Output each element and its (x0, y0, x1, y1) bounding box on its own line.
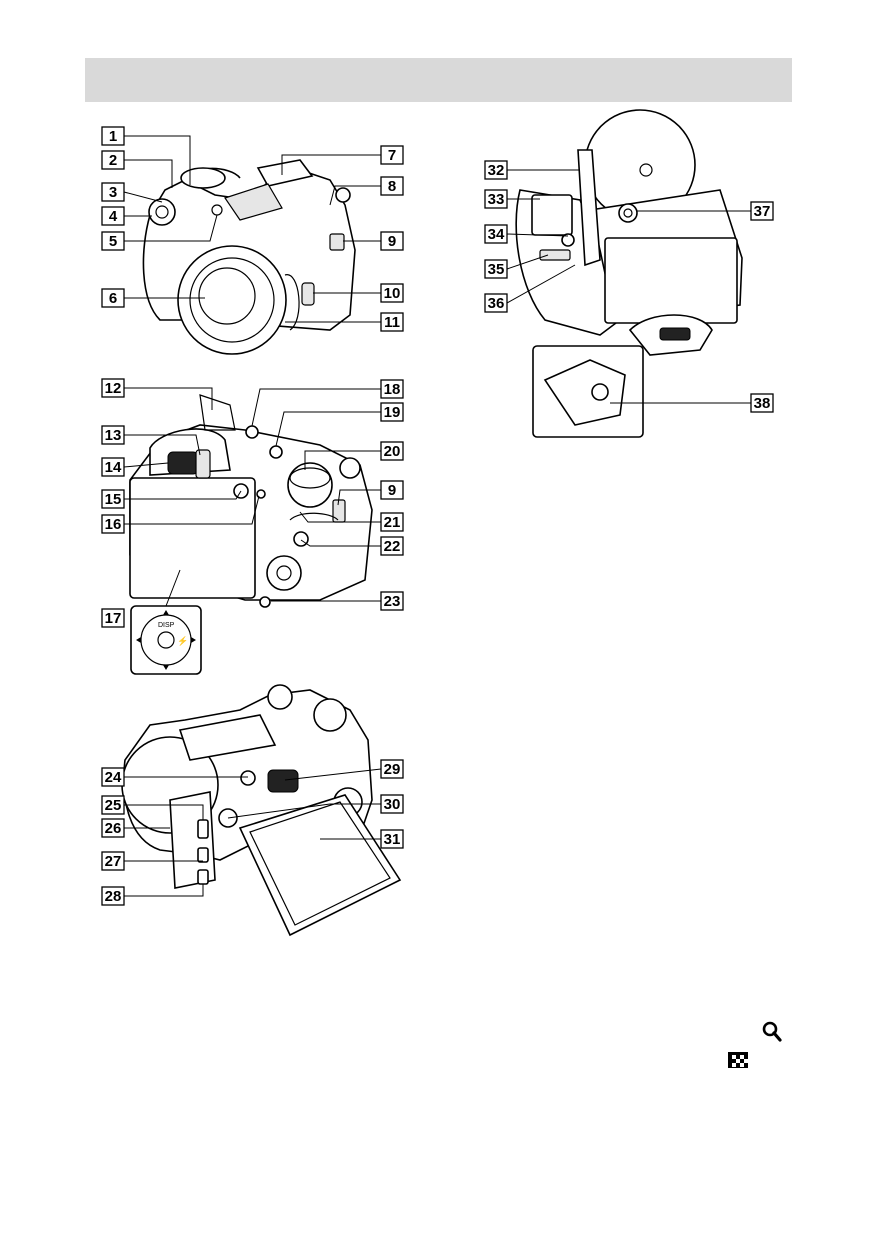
svg-text:25: 25 (105, 797, 122, 814)
callout-1: 1 (102, 127, 124, 145)
svg-text:36: 36 (488, 295, 505, 312)
svg-text:9: 9 (388, 482, 396, 499)
callout-2: 2 (102, 151, 124, 169)
svg-text:7: 7 (388, 147, 396, 164)
callout-5: 5 (102, 232, 124, 250)
callout-34: 34 (485, 225, 507, 243)
callout-24: 24 (102, 768, 124, 786)
callout-29: 29 (381, 760, 403, 778)
svg-text:15: 15 (105, 491, 122, 508)
callout-36: 36 (485, 294, 507, 312)
callout-9b: 9 (381, 481, 403, 499)
callout-12: 12 (102, 379, 124, 397)
svg-text:27: 27 (105, 853, 122, 870)
svg-text:1: 1 (109, 128, 117, 145)
dial-label-disp: DISP (158, 622, 175, 629)
svg-text:37: 37 (754, 203, 771, 220)
callout-17: 17 (102, 609, 124, 627)
svg-text:35: 35 (488, 261, 505, 278)
svg-text:11: 11 (384, 314, 400, 331)
svg-text:4: 4 (109, 208, 118, 225)
svg-text:2: 2 (109, 152, 117, 169)
callout-4: 4 (102, 207, 124, 225)
svg-text:32: 32 (488, 162, 505, 179)
svg-text:23: 23 (384, 593, 401, 610)
callout-23: 23 (381, 592, 403, 610)
svg-text:20: 20 (384, 443, 401, 460)
callout-11: 11 (381, 313, 403, 331)
callout-28: 28 (102, 887, 124, 905)
svg-text:5: 5 (109, 233, 117, 250)
camera-front-view (143, 160, 355, 354)
svg-text:21: 21 (384, 514, 401, 531)
callout-20: 20 (381, 442, 403, 460)
callout-18: 18 (381, 380, 403, 398)
callout-37: 37 (751, 202, 773, 220)
callout-27: 27 (102, 852, 124, 870)
svg-text:22: 22 (384, 538, 401, 555)
callout-32: 32 (485, 161, 507, 179)
svg-text:33: 33 (488, 191, 505, 208)
callout-19: 19 (381, 403, 403, 421)
callout-15: 15 (102, 490, 124, 508)
callout-7: 7 (381, 146, 403, 164)
callout-6: 6 (102, 289, 124, 307)
svg-text:24: 24 (105, 769, 122, 786)
callout-31: 31 (381, 830, 403, 848)
callout-26: 26 (102, 819, 124, 837)
svg-text:13: 13 (105, 427, 122, 444)
svg-text:3: 3 (109, 184, 117, 201)
svg-text:30: 30 (384, 796, 401, 813)
callout-16: 16 (102, 515, 124, 533)
svg-text:6: 6 (109, 290, 117, 307)
svg-text:34: 34 (488, 226, 505, 243)
svg-text:10: 10 (384, 285, 401, 302)
callout-8: 8 (381, 177, 403, 195)
magnifier-icon (764, 1023, 780, 1040)
svg-text:17: 17 (105, 610, 122, 627)
index-grid-icon (728, 1052, 748, 1068)
svg-text:19: 19 (384, 404, 401, 421)
svg-text:8: 8 (388, 178, 396, 195)
callout-22: 22 (381, 537, 403, 555)
svg-text:38: 38 (754, 395, 771, 412)
svg-text:9: 9 (388, 233, 396, 250)
camera-bottom-view (516, 110, 742, 437)
callout-9: 9 (381, 232, 403, 250)
dial-label-flash: ⚡ (177, 635, 188, 647)
svg-text:18: 18 (384, 381, 401, 398)
callout-14: 14 (102, 458, 124, 476)
callout-3: 3 (102, 183, 124, 201)
svg-text:14: 14 (105, 459, 122, 476)
camera-tilt-screen-view (122, 685, 400, 935)
svg-text:16: 16 (105, 516, 122, 533)
svg-text:28: 28 (105, 888, 122, 905)
svg-text:29: 29 (384, 761, 401, 778)
callout-38: 38 (751, 394, 773, 412)
callout-30: 30 (381, 795, 403, 813)
svg-text:26: 26 (105, 820, 122, 837)
svg-text:31: 31 (384, 831, 401, 848)
callout-10: 10 (381, 284, 403, 302)
callout-13: 13 (102, 426, 124, 444)
camera-rear-view: DISP ⚡ (130, 395, 372, 674)
callout-25: 25 (102, 796, 124, 814)
callout-35: 35 (485, 260, 507, 278)
svg-text:12: 12 (105, 380, 122, 397)
callout-33: 33 (485, 190, 507, 208)
callout-21: 21 (381, 513, 403, 531)
